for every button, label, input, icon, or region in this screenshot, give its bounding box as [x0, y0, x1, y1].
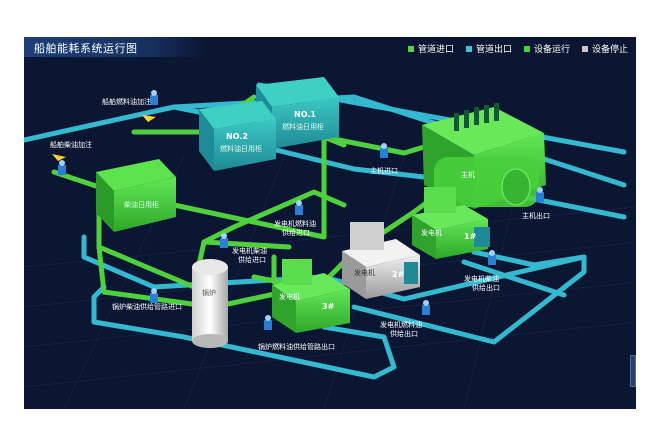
tank-no1-number: NO.1	[294, 110, 316, 119]
legend-item-stopped: 设备停止	[581, 42, 628, 55]
valve-icon[interactable]	[295, 200, 303, 215]
legend-label: 设备停止	[591, 45, 628, 55]
label-main-inlet: 主机进口	[370, 166, 398, 175]
tank-diesel-label: 柴油日用柜	[124, 200, 159, 209]
boiler[interactable]: 锅炉	[192, 259, 228, 348]
label-fuel-add: 船舶燃料油加注	[102, 97, 151, 106]
label-gen-diesel-in-2: 供给进口	[238, 255, 266, 264]
label-gen-fuel-out-1: 发电机燃料油	[380, 320, 422, 329]
legend-label: 管道出口	[475, 45, 512, 55]
legend-item-running: 设备运行	[523, 42, 570, 55]
side-panel-handle[interactable]	[630, 355, 636, 387]
legend-item-outlet: 管道出口	[465, 42, 512, 55]
generator-1-number: 1#	[464, 232, 477, 241]
legend-item-inlet: 管道进口	[407, 42, 454, 55]
valve-icon[interactable]	[422, 300, 430, 315]
label-gen-fuel-in-2: 供给进口	[282, 228, 310, 237]
main-engine[interactable]: 主机	[422, 103, 546, 209]
legend-swatch	[523, 45, 530, 52]
legend-swatch	[407, 45, 414, 52]
valve-icon[interactable]	[220, 233, 228, 248]
tank-no2-label: 燃料油日用柜	[220, 144, 262, 153]
tank-no2-number: NO.2	[226, 132, 248, 141]
valve-icon[interactable]	[58, 160, 66, 175]
legend-label: 管道进口	[417, 45, 454, 55]
label-boiler-in: 锅炉柴油供给管路进口	[112, 302, 182, 311]
valve-icon[interactable]	[488, 250, 496, 265]
generator-3-label: 发电机	[279, 292, 300, 301]
page-title: 船舶能耗系统运行图	[34, 42, 138, 55]
label-gen-diesel-in-1: 发电机柴油	[232, 246, 267, 255]
valve-icon[interactable]	[150, 288, 158, 303]
valve-icon[interactable]	[264, 315, 272, 330]
valves	[58, 90, 544, 330]
label-gen-diesel-out-2: 供给出口	[472, 283, 500, 292]
legend-swatch	[465, 45, 472, 52]
pipe-labels: 船舶燃料油加注 船舶柴油加注 主机进口 主机出口 发电机燃料油 供给进口 发电机…	[50, 97, 550, 351]
legend-swatch	[581, 45, 588, 52]
label-main-outlet: 主机出口	[522, 211, 550, 220]
legend-label: 设备运行	[533, 45, 570, 55]
arrow-right-icon	[142, 115, 156, 122]
main-engine-label: 主机	[461, 170, 475, 179]
system-diagram-panel: NO.1 燃料油日用柜 NO.2 燃料油日用柜 柴油日用柜	[24, 37, 636, 409]
generator-1-label: 发电机	[421, 228, 442, 237]
generator-2[interactable]: 发电机 2#	[342, 222, 420, 299]
title-bar: 船舶能耗系统运行图	[24, 37, 204, 57]
label-boiler-out: 锅炉燃料油供给管路出口	[258, 342, 335, 351]
label-gen-fuel-out-2: 供给出口	[390, 329, 418, 338]
boiler-label: 锅炉	[202, 288, 216, 297]
valve-icon[interactable]	[150, 90, 158, 105]
label-gen-fuel-in-1: 发电机燃料油	[274, 219, 316, 228]
generator-3[interactable]: 发电机 3#	[272, 259, 350, 333]
valve-icon[interactable]	[536, 187, 544, 202]
tank-no1-label: 燃料油日用柜	[282, 122, 324, 131]
label-diesel-add: 船舶柴油加注	[50, 140, 92, 149]
generator-2-label: 发电机	[354, 268, 375, 277]
generator-1[interactable]: 发电机 1#	[412, 187, 490, 259]
generator-2-number: 2#	[392, 270, 405, 279]
valve-icon[interactable]	[380, 143, 388, 158]
generator-3-number: 3#	[322, 302, 335, 311]
arrow-right-icon	[52, 154, 66, 161]
tank-diesel[interactable]: 柴油日用柜	[96, 159, 176, 232]
piping-scene: NO.1 燃料油日用柜 NO.2 燃料油日用柜 柴油日用柜	[24, 77, 636, 409]
tank-no2[interactable]: NO.2 燃料油日用柜	[199, 101, 276, 171]
flow-arrows	[52, 115, 156, 161]
label-gen-diesel-out-1: 发电机柴油	[464, 274, 499, 283]
legend: 管道进口 管道出口 设备运行 设备停止	[407, 42, 628, 55]
tank-no1[interactable]: NO.1 燃料油日用柜	[256, 77, 339, 149]
